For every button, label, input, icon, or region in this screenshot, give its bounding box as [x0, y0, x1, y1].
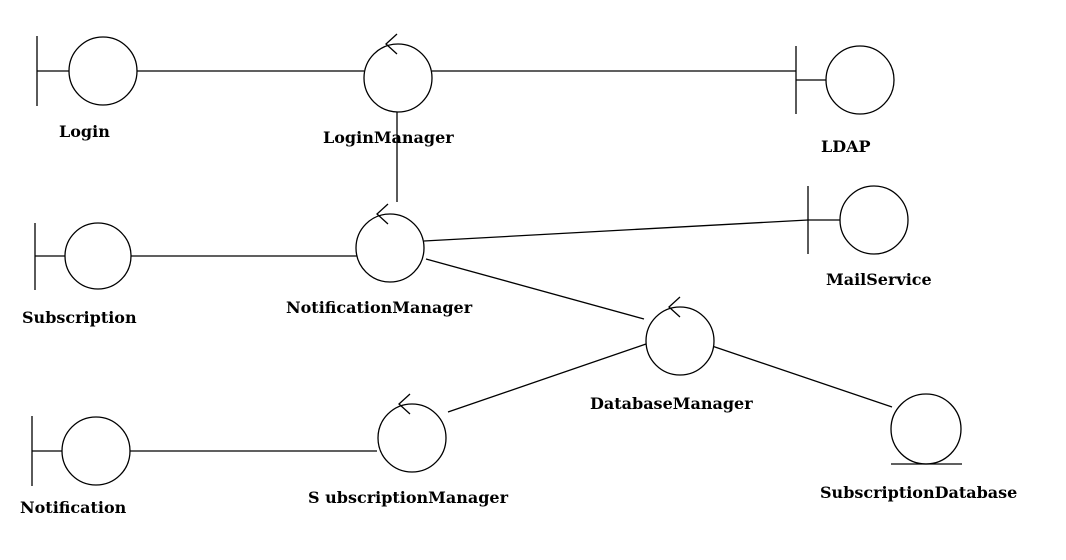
control-notificationmanager: NotificationManager [286, 203, 473, 317]
link-notificationmanager-databasemanager [425, 258, 645, 320]
boundary-circle [825, 45, 895, 115]
subscriptiondatabase-label: SubscriptionDatabase [820, 483, 1017, 502]
boundary-notification: Notification [20, 416, 131, 517]
boundary-circle [61, 416, 131, 486]
control-circle [377, 403, 447, 473]
association-lines [129, 70, 893, 452]
link-databasemanager-subscriptiondatabase [711, 345, 893, 408]
control-subscriptionmanager: S ubscriptionManager [308, 393, 509, 507]
control-circle [645, 306, 715, 376]
subscription-label: Subscription [22, 308, 137, 327]
boundary-login: Login [36, 36, 138, 141]
subscriptionmanager-label: S ubscriptionManager [308, 488, 509, 507]
control-arrowhead [376, 203, 389, 225]
control-arrowhead [385, 33, 398, 55]
control-databasemanager: DatabaseManager [590, 296, 753, 413]
loginmanager-label: LoginManager [323, 128, 454, 147]
link-databasemanager-subscriptionmanager [447, 343, 647, 413]
control-loginmanager: LoginManager [323, 33, 454, 147]
control-circle [355, 213, 425, 283]
notificationmanager-label: NotificationManager [286, 298, 473, 317]
entity-circle [890, 393, 962, 465]
login-label: Login [59, 122, 110, 141]
boundary-mailservice: MailService [807, 185, 932, 289]
control-arrowhead [398, 393, 411, 415]
control-circle [363, 43, 433, 113]
mailservice-label: MailService [826, 270, 932, 289]
boundary-subscription: Subscription [22, 222, 137, 327]
ldap-label: LDAP [821, 137, 871, 156]
boundary-ldap: LDAP [795, 45, 895, 156]
entity-subscriptiondatabase: SubscriptionDatabase [820, 393, 1017, 502]
boundary-circle [68, 36, 138, 106]
boundary-circle [64, 222, 132, 290]
notification-label: Notification [20, 498, 127, 517]
link-notificationmanager-mailservice [423, 219, 809, 242]
boundary-circle [839, 185, 909, 255]
control-arrowhead [668, 296, 681, 318]
databasemanager-label: DatabaseManager [590, 394, 753, 413]
